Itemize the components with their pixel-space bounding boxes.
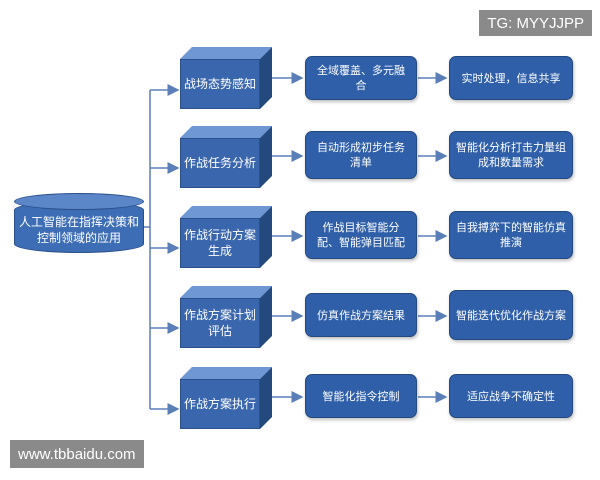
watermark-bottom: www.tbbaidu.com (10, 440, 144, 468)
stage-cube-3: 作战行动方案生成 (180, 206, 272, 268)
step2-box-4: 智能迭代优化作战方案 (449, 290, 573, 340)
stage-label-4: 作战方案计划评估 (183, 308, 256, 338)
step2-box-1: 实时处理，信息共享 (449, 56, 573, 100)
stage-cube-2: 作战任务分析 (180, 126, 272, 188)
root-cylinder: 人工智能在指挥决策和控制领域的应用 (14, 193, 144, 261)
step1-box-5: 智能化指令控制 (305, 374, 417, 418)
stage-label-2: 作战任务分析 (183, 156, 256, 170)
stage-cube-5: 作战方案执行 (180, 367, 272, 429)
step1-box-1: 全域覆盖、多元融合 (305, 56, 417, 100)
stage-label-1: 战场态势感知 (183, 77, 256, 91)
step2-box-5: 适应战争不确定性 (449, 374, 573, 418)
stage-cube-1: 战场态势感知 (180, 47, 272, 109)
stage-cube-4: 作战方案计划评估 (180, 286, 272, 348)
step2-box-3: 自我搏弈下的智能仿真推演 (449, 211, 573, 259)
step2-box-2: 智能化分析打击力量组成和数量需求 (449, 131, 573, 179)
root-label: 人工智能在指挥决策和控制领域的应用 (18, 215, 139, 245)
watermark-top: TG: MYYJJPP (479, 10, 592, 36)
step1-box-2: 自动形成初步任务清单 (305, 131, 417, 179)
stage-label-5: 作战方案执行 (183, 397, 256, 411)
stage-label-3: 作战行动方案生成 (183, 228, 256, 258)
step1-box-4: 仿真作战方案结果 (305, 293, 417, 337)
step1-box-3: 作战目标智能分配、智能弹目匹配 (305, 211, 417, 259)
